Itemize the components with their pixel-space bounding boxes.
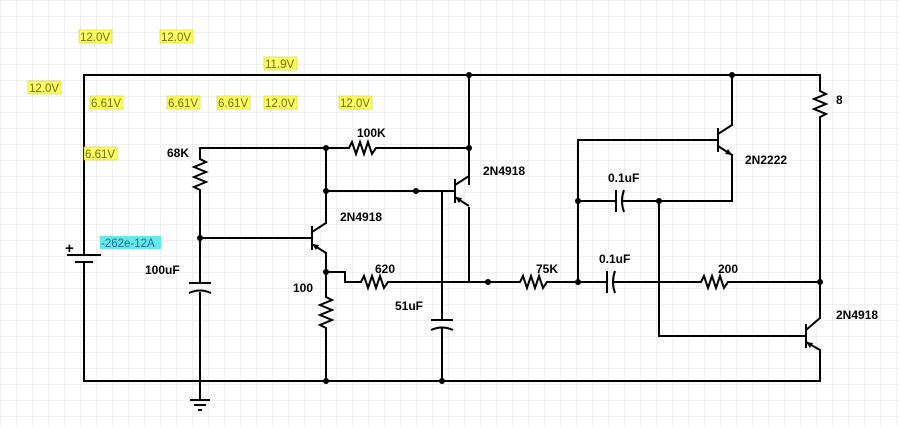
junction: [439, 378, 445, 384]
wire-620-left: [325, 271, 358, 283]
capacitor-51uf[interactable]: [430, 319, 454, 331]
voltage-readout: 6.61V: [83, 146, 118, 161]
junction: [575, 279, 581, 285]
capacitor-0-1uf-b[interactable]: [606, 270, 616, 294]
label-q2: 2N4918: [483, 164, 525, 178]
transistor-q1[interactable]: [311, 222, 327, 254]
label-620: 620: [375, 262, 395, 276]
label-75k: 75K: [536, 262, 558, 276]
label-200: 200: [718, 262, 738, 276]
resistor-75k[interactable]: [516, 272, 552, 292]
junction: [197, 235, 203, 241]
svg-text:6.61V: 6.61V: [168, 98, 198, 110]
svg-text:6.61V: 6.61V: [91, 98, 121, 110]
label-8: 8: [836, 93, 843, 107]
voltage-readout: 12.0V: [263, 95, 298, 110]
svg-text:12.0V: 12.0V: [29, 83, 59, 95]
transistor-q3[interactable]: [717, 124, 733, 156]
transistor-q4[interactable]: [805, 317, 821, 351]
svg-text:12.0V: 12.0V: [265, 98, 295, 110]
resistor-8[interactable]: [811, 88, 829, 120]
junction: [485, 279, 491, 285]
current-readout: -262e-12A: [100, 236, 161, 250]
ground-symbol: [190, 399, 210, 411]
junction: [323, 145, 329, 151]
voltage-readout: 12.0V: [27, 80, 62, 95]
junction: [729, 72, 735, 78]
label-100k: 100K: [357, 126, 386, 140]
label-q3: 2N2222: [745, 153, 787, 167]
junction: [817, 279, 823, 285]
resistor-200[interactable]: [697, 272, 733, 292]
resistor-100k[interactable]: [345, 138, 380, 158]
junction: [656, 198, 662, 204]
svg-text:11.9V: 11.9V: [265, 59, 295, 71]
svg-text:12.0V: 12.0V: [340, 98, 370, 110]
capacitor-100uf[interactable]: [188, 282, 212, 294]
voltage-readout: 12.0V: [78, 29, 113, 44]
svg-text:12.0V: 12.0V: [161, 32, 191, 44]
label-68k: 68K: [167, 146, 189, 160]
voltage-readout: 6.61V: [216, 95, 251, 110]
battery[interactable]: [67, 244, 101, 267]
wire-q4-base-loop: [658, 200, 807, 337]
transistor-q2[interactable]: [454, 175, 470, 207]
label-100uf: 100uF: [145, 263, 180, 277]
junction: [575, 198, 581, 204]
resistor-68k[interactable]: [191, 155, 209, 195]
label-q1: 2N4918: [340, 210, 382, 224]
label-q4: 2N4918: [836, 308, 878, 322]
junction: [413, 188, 419, 194]
svg-text:-262e-12A: -262e-12A: [101, 238, 155, 250]
label-0-1uf-a: 0.1uF: [608, 171, 639, 185]
battery-plus-sign: +: [65, 240, 74, 257]
svg-text:6.61V: 6.61V: [85, 149, 115, 161]
voltage-readout: 12.0V: [338, 95, 373, 110]
junction: [323, 269, 329, 275]
junction: [466, 145, 472, 151]
label-0-1uf-b: 0.1uF: [599, 252, 630, 266]
resistor-100[interactable]: [317, 293, 335, 329]
label-51uf: 51uF: [395, 299, 423, 313]
svg-text:12.0V: 12.0V: [80, 32, 110, 44]
resistor-620[interactable]: [357, 272, 393, 292]
voltage-readout: 12.0V: [159, 29, 194, 44]
voltage-readout: 11.9V: [263, 56, 298, 71]
capacitor-0-1uf-a[interactable]: [615, 189, 625, 213]
junction: [323, 188, 329, 194]
voltage-readout: 6.61V: [166, 95, 201, 110]
label-100: 100: [293, 281, 313, 295]
voltage-readout: 6.61V: [89, 95, 124, 110]
wire-feedback-left: [577, 139, 719, 283]
junction: [466, 72, 472, 78]
junction: [323, 378, 329, 384]
junctions: [197, 72, 823, 384]
wire-bottom-rail: [83, 265, 821, 382]
svg-text:6.61V: 6.61V: [218, 98, 248, 110]
